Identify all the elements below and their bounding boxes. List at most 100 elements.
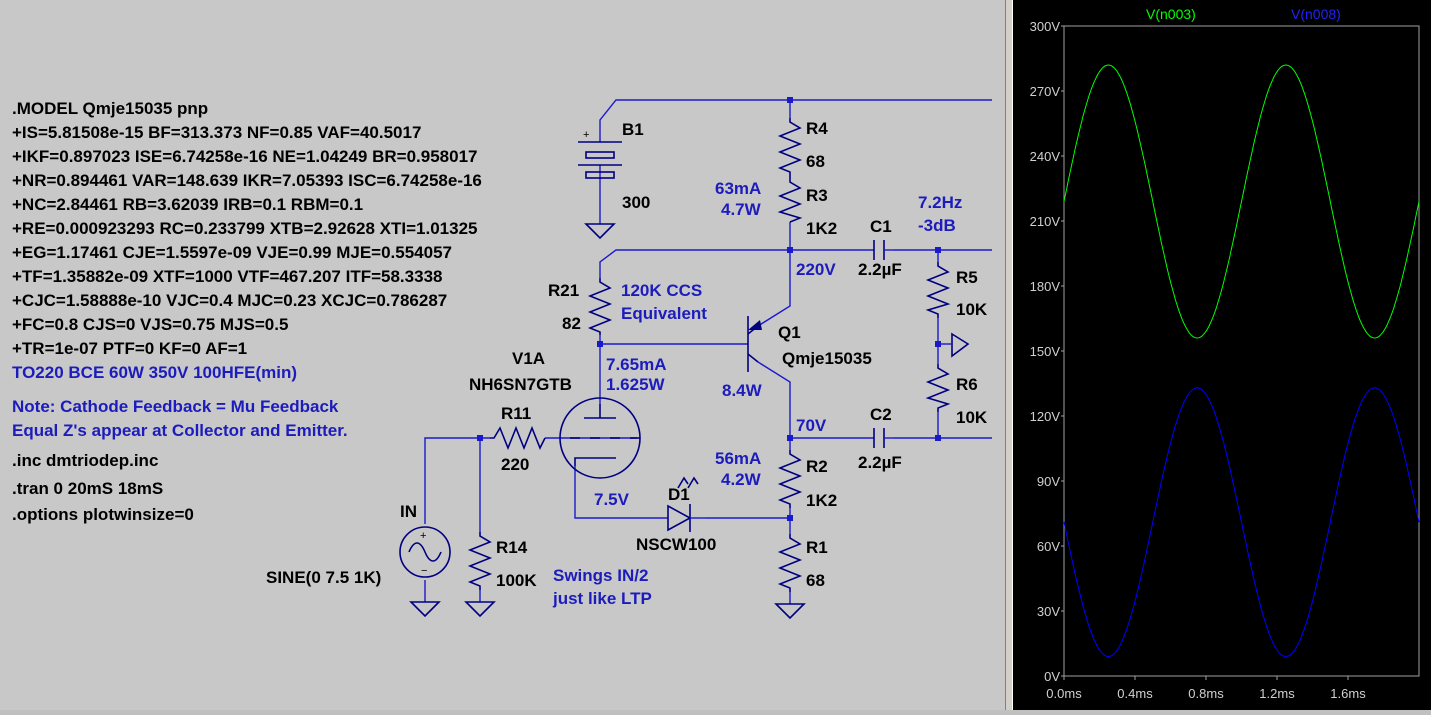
y-tick-label: 120V [1030,409,1061,424]
label-r11: R11 [501,404,531,423]
annot-ccs-1: 120K CCS [621,281,702,300]
value-q1: Qmje15035 [782,349,872,368]
trace-vn008 [1063,387,1420,658]
resistor-r11-symbol[interactable] [490,425,546,451]
legend-v-n003[interactable]: V(n003) [1146,6,1196,22]
label-c2: C2 [870,405,892,424]
y-tick-label: 300V [1030,19,1061,34]
label-r5: R5 [956,268,978,287]
value-d1: NSCW100 [636,535,716,554]
svg-text:+: + [420,530,426,542]
value-c1: 2.2µF [858,260,902,279]
output-port-symbol[interactable] [951,332,970,358]
annot-r2-current: 56mA [715,449,761,468]
schematic-panel[interactable]: .MODEL Qmje15035 pnp +IS=5.81508e-15 BF=… [0,0,1007,710]
value-v1a: NH6SN7GTB [469,375,572,394]
spice-line-9: +FC=0.8 CJS=0 VJS=0.75 MJS=0.5 [12,315,288,334]
annot-r3-power: 4.7W [721,200,762,219]
x-tick-label: 0.8ms [1188,686,1224,701]
value-r11: 220 [501,455,529,474]
spice-line-8: +CJC=1.58888e-10 VJC=0.4 MJC=0.23 XCJC=0… [12,291,447,310]
resistor-r5-symbol[interactable] [925,262,951,318]
component-labels: B1 300 R4 68 R3 1K2 R21 82 C1 2.2µF C2 2… [266,119,988,590]
label-in: IN [400,502,417,521]
diode-d1-symbol[interactable] [667,476,705,532]
legend-v-n008[interactable]: V(n008) [1291,6,1341,22]
annot-70v: 70V [796,416,827,435]
y-tick-label: 180V [1030,279,1061,294]
pane-splitter[interactable] [1005,0,1013,710]
x-tick-label: 0.0ms [1046,686,1082,701]
plot-frame [1063,25,1420,677]
y-tick-label: 60V [1037,539,1060,554]
resistor-r1-symbol[interactable] [777,534,803,592]
value-r5: 10K [956,300,988,319]
resistor-r2-symbol[interactable] [777,450,803,508]
value-r3: 1K2 [806,219,837,238]
resistor-r3-symbol[interactable] [777,176,803,223]
battery-b1-symbol[interactable]: + [578,129,622,179]
value-r2: 1K2 [806,491,837,510]
annot-swing-2: just like LTP [552,589,652,608]
annot-freq-db: -3dB [918,216,956,235]
capacitor-c1-symbol[interactable] [873,240,893,260]
value-b1: 300 [622,193,650,212]
y-tick-label: 90V [1037,474,1060,489]
annot-r2-power: 4.2W [721,470,762,489]
annotations: 63mA 4.7W 7.2Hz -3dB 220V 120K CCS Equiv… [552,179,962,608]
directive-options: .options plotwinsize=0 [12,505,194,524]
resistor-r21-symbol[interactable] [587,278,613,335]
annot-tube-current: 7.65mA [606,355,666,374]
spice-model-text: .MODEL Qmje15035 pnp +IS=5.81508e-15 BF=… [12,99,482,524]
label-b1: B1 [622,120,644,139]
y-tick-label: 0V [1044,669,1060,684]
value-c2: 2.2µF [858,453,902,472]
label-r21: R21 [548,281,579,300]
label-d1: D1 [668,485,690,504]
label-r14: R14 [496,538,528,557]
resistor-r4-symbol[interactable] [777,118,803,176]
value-r1: 68 [806,571,825,590]
y-tick-label: 240V [1030,149,1061,164]
value-r6: 10K [956,408,988,427]
x-tick-label: 1.6ms [1330,686,1366,701]
value-r14: 100K [496,571,537,590]
label-r6: R6 [956,375,978,394]
value-r21: 82 [562,314,581,333]
sine-source-in-symbol[interactable]: + − [399,526,451,578]
package-comment: TO220 BCE 60W 350V 100HFE(min) [12,363,297,382]
waveform-chart[interactable]: 300V270V240V210V180V150V120V90V60V30V0V … [1013,0,1431,710]
directive-tran: .tran 0 20mS 18mS [12,479,163,498]
transistor-q1-symbol[interactable] [747,316,762,372]
triode-v1a-symbol[interactable] [559,397,641,479]
spice-line-3: +NR=0.894461 VAR=148.639 IKR=7.05393 ISC… [12,171,482,190]
y-tick-label: 210V [1030,214,1061,229]
spice-line-4: +NC=2.84461 RB=3.62039 IRB=0.1 RBM=0.1 [12,195,363,214]
annot-swing-1: Swings IN/2 [553,566,648,585]
note-line-1: Note: Cathode Feedback = Mu Feedback [12,397,339,416]
y-tick-label: 270V [1030,84,1061,99]
resistor-r14-symbol[interactable] [467,532,493,590]
resistor-r6-symbol[interactable] [925,364,951,412]
trace-vn003 [1063,64,1420,339]
label-r2: R2 [806,457,828,476]
spice-line-0: .MODEL Qmje15035 pnp [12,99,208,118]
label-c1: C1 [870,217,892,236]
x-tick-label: 1.2ms [1259,686,1295,701]
note-line-2: Equal Z's appear at Collector and Emitte… [12,421,348,440]
label-r1: R1 [806,538,828,557]
y-tick-label: 150V [1030,344,1061,359]
annot-q1-power: 8.4W [722,381,763,400]
annot-freq: 7.2Hz [918,193,962,212]
schematic-canvas[interactable]: .MODEL Qmje15035 pnp +IS=5.81508e-15 BF=… [0,0,1007,710]
spice-line-5: +RE=0.000923293 RC=0.233799 XTB=2.92628 … [12,219,478,238]
traces [1063,64,1420,658]
x-tick-label: 0.4ms [1117,686,1153,701]
label-q1: Q1 [778,323,801,342]
capacitor-c2-symbol[interactable] [873,428,893,448]
spice-line-6: +EG=1.17461 CJE=1.5597e-09 VJE=0.99 MJE=… [12,243,452,262]
annot-7-5v: 7.5V [594,490,630,509]
label-r4: R4 [806,119,828,138]
